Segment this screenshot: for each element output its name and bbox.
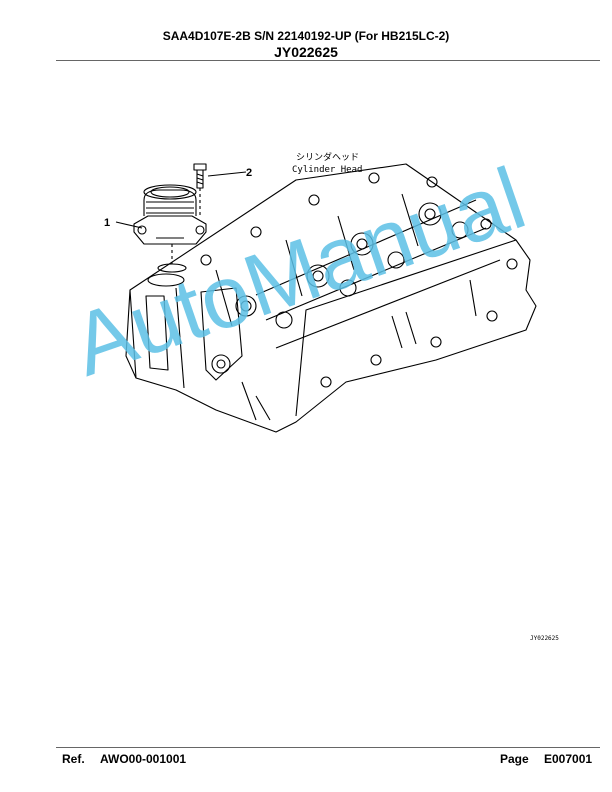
cylinder-head-label-jp: シリンダヘッド [296,151,359,163]
bolt-drawing [193,163,207,216]
page-label: Page [500,752,529,766]
footer-divider [56,747,600,748]
document-title: SAA4D107E-2B S/N 22140192-UP (For HB215L… [162,29,450,43]
document-code: JY022625 [274,44,338,60]
ref-label: Ref. [62,752,85,766]
page-header: SAA4D107E-2B S/N 22140192-UP (For HB215L… [0,29,612,60]
page-footer: Ref. AWO00-001001 Page E007001 [62,752,602,768]
ref-value: AWO00-001001 [100,752,187,766]
header-divider [56,60,600,61]
callout-1: 1 [104,217,110,229]
cylinder-head-label-en: Cylinder Head [292,165,362,175]
thermostat-housing-drawing [133,184,207,287]
cylinder-head-drawing [125,163,537,433]
figure-id: JY022625 [530,635,559,642]
page-value: E007001 [544,752,593,766]
parts-illustration: 1 2 シリンダヘッド Cylinder Head JY022625 [104,151,559,642]
callout-2: 2 [246,167,252,179]
